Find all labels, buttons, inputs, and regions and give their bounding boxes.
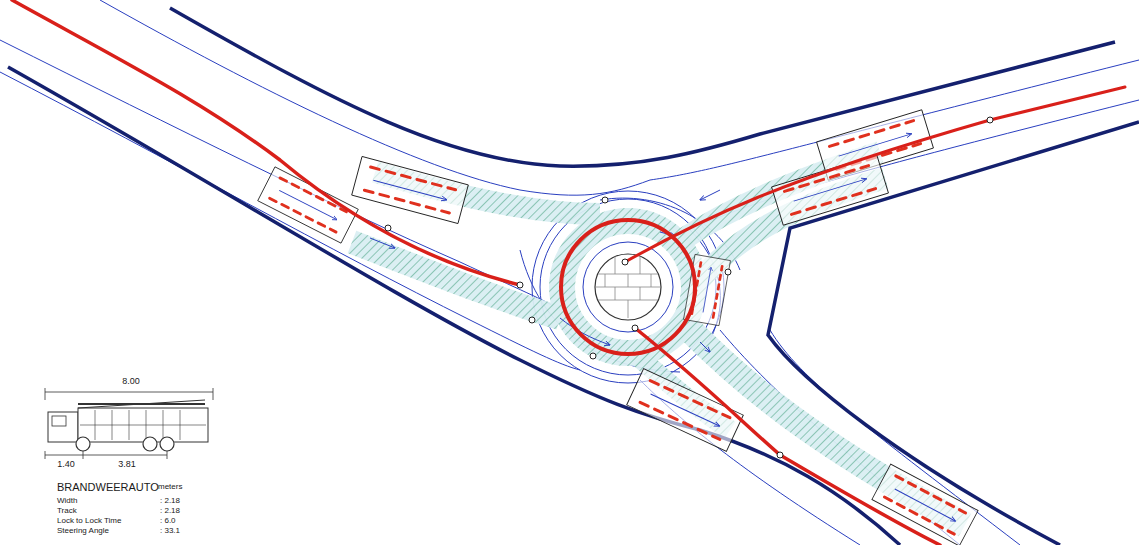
dimension-label: 3.81 bbox=[116, 460, 138, 470]
dimension-label: 1.40 bbox=[55, 460, 77, 470]
spec-name: Steering Angle bbox=[57, 527, 109, 536]
spec-name: Track bbox=[57, 507, 77, 516]
fire-truck-figure bbox=[45, 388, 213, 459]
spec-name: Width bbox=[57, 497, 77, 506]
dimension-label: 8.00 bbox=[120, 377, 142, 387]
spec-value: : 33.1 bbox=[160, 527, 180, 536]
spec-name: Lock to Lock Time bbox=[57, 517, 121, 526]
unit-label: meters bbox=[158, 483, 182, 492]
spec-value: : 6.0 bbox=[160, 517, 176, 526]
spec-value: : 2.18 bbox=[160, 497, 180, 506]
spec-value: : 2.18 bbox=[160, 507, 180, 516]
vehicle-name: BRANDWEERAUTO bbox=[57, 481, 159, 493]
